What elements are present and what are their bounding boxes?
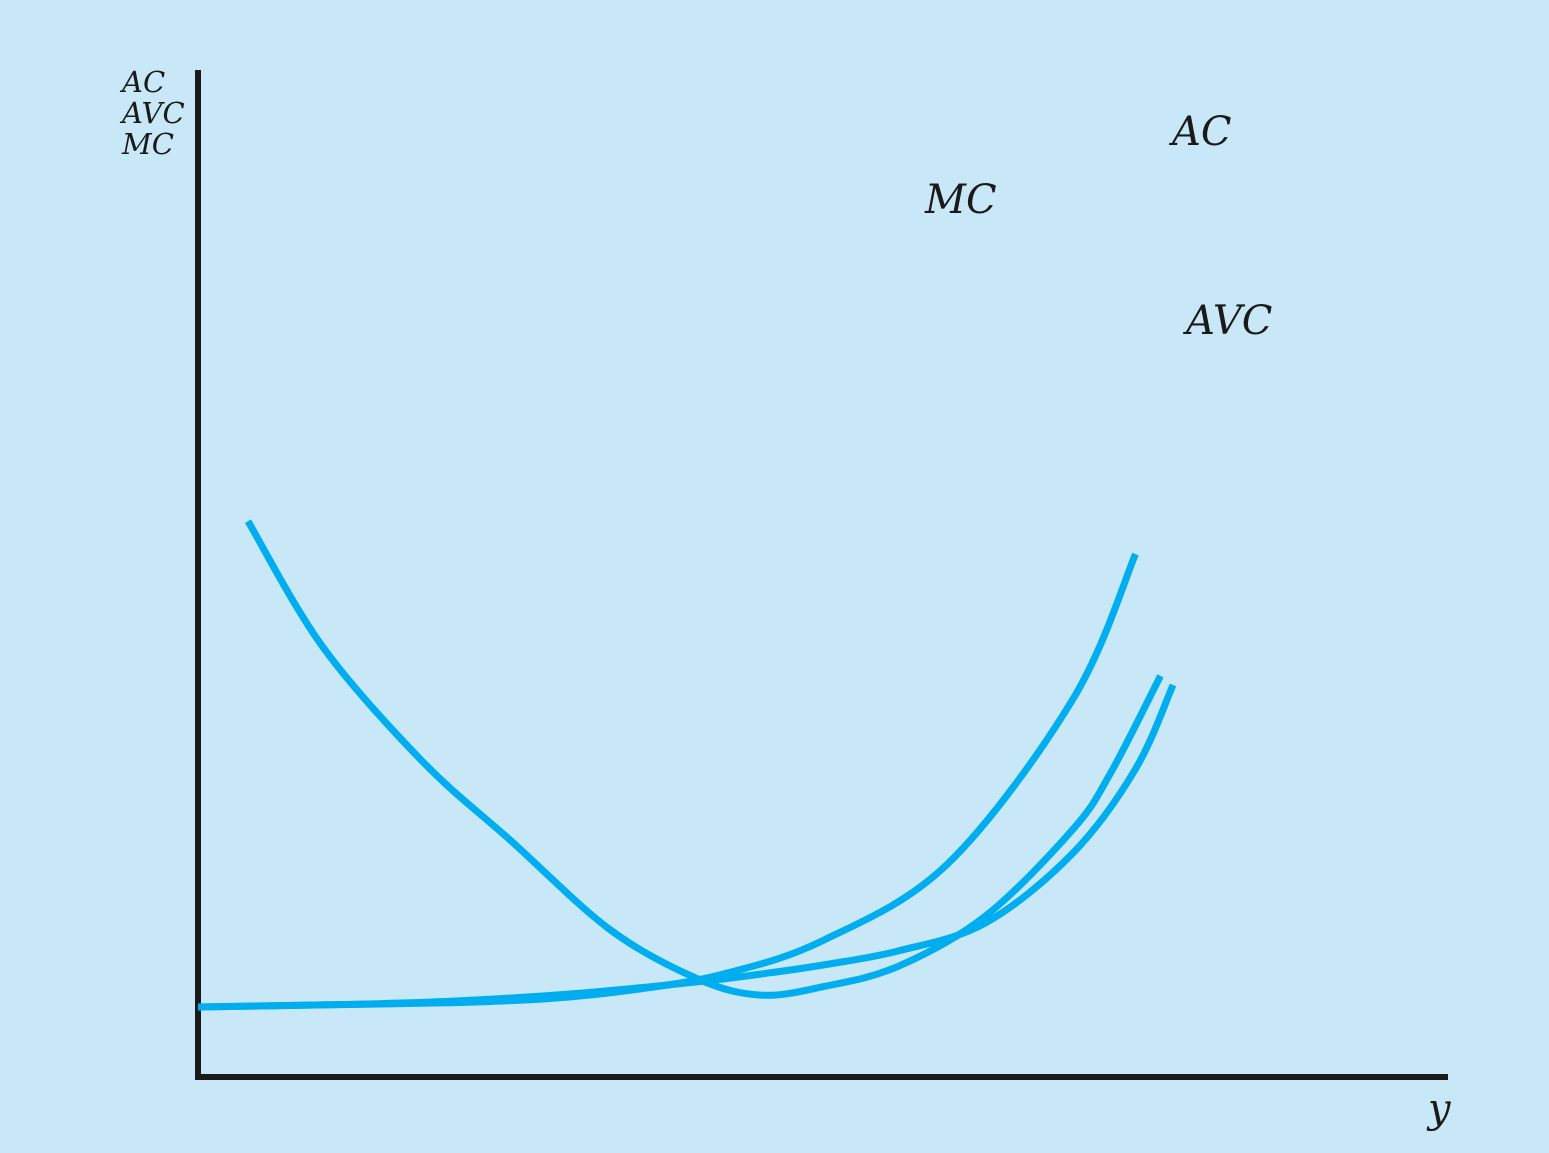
curves-group [197,519,1177,1011]
y-axis-label-ac: AC [119,65,165,99]
series-label-avc: AVC [1182,298,1272,344]
curve-avc [197,683,1177,1011]
y-axis-label-avc: AVC [119,96,185,130]
series-label-mc: MC [924,177,997,223]
x-axis-label: y [1426,1086,1452,1132]
curve-ac [244,519,1164,999]
series-label-ac: AC [1168,109,1232,155]
y-axis-label-mc: MC [121,127,174,161]
